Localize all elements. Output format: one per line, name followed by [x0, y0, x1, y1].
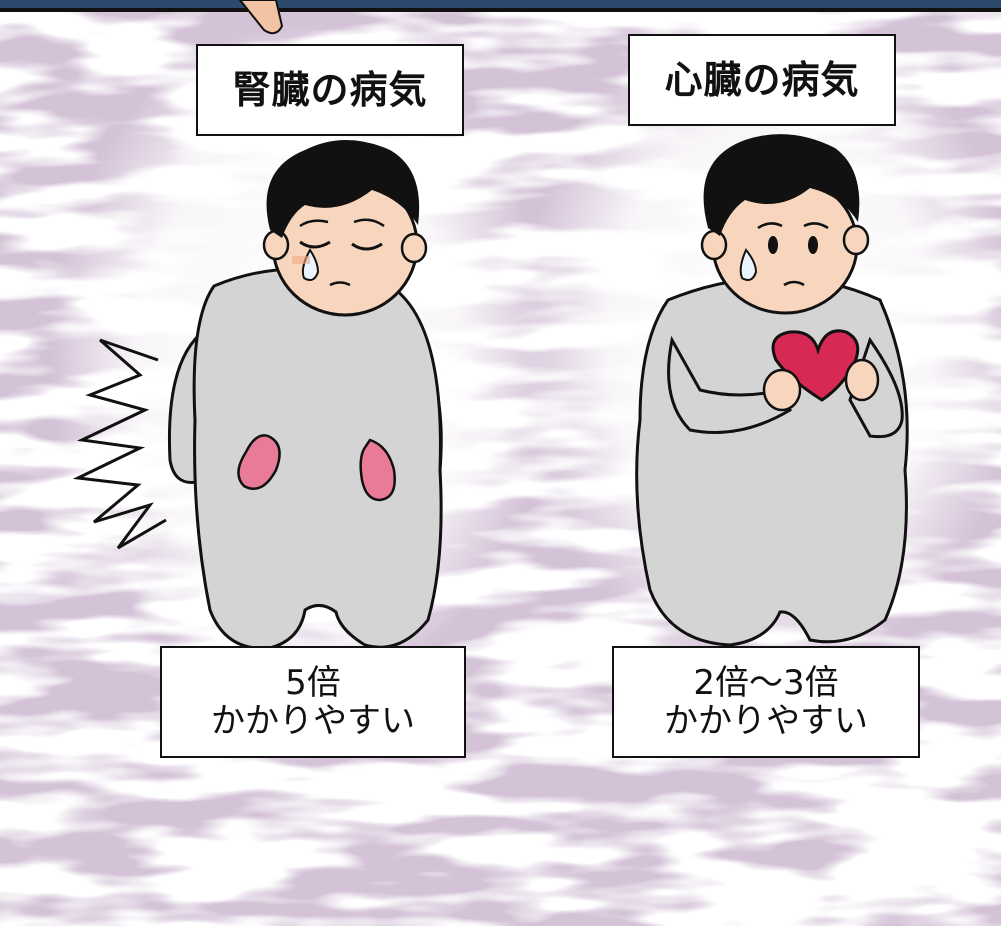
panel-top-border	[0, 8, 1001, 12]
panel-top-strip	[0, 0, 1001, 10]
kidney-figure	[72, 140, 443, 650]
eye-left	[768, 236, 778, 254]
kidney-risk-box: 5倍 かかりやすい	[160, 646, 466, 758]
kidney-hair	[266, 140, 420, 238]
kidney-disease-title: 腎臓の病気	[232, 67, 428, 112]
left-ear-r	[700, 229, 728, 261]
left-ear	[262, 229, 290, 261]
kidney-disease-title-box: 腎臓の病気	[196, 44, 464, 136]
heart-hair	[703, 134, 860, 236]
pain-burst-icon	[72, 338, 167, 550]
brow-right-r	[803, 222, 829, 230]
sweat-drop-icon-r	[739, 248, 758, 281]
kidney-body	[192, 267, 443, 650]
mouth-r	[783, 280, 805, 287]
right-kidney-icon	[359, 438, 396, 502]
closed-eye-left	[299, 240, 331, 249]
heart-risk-box: 2倍～3倍 かかりやすい	[612, 646, 920, 758]
left-kidney-icon	[237, 434, 281, 490]
blush	[292, 256, 310, 264]
heart-risk-caption: かかりやすい	[664, 701, 868, 741]
heart-body	[635, 276, 909, 647]
eye-right	[808, 236, 818, 254]
heart-figure	[635, 134, 909, 647]
closed-eye-right	[351, 242, 383, 251]
kidney-risk-multiplier: 5倍	[285, 662, 341, 703]
brow-left	[299, 219, 329, 228]
mouth	[329, 281, 351, 287]
arm-left	[667, 335, 792, 434]
heart-disease-title: 心臓の病気	[664, 57, 860, 102]
brow-right	[353, 218, 385, 228]
right-hand	[844, 358, 880, 402]
left-hand	[762, 368, 802, 412]
right-ear	[400, 232, 428, 264]
right-ear-r	[842, 224, 870, 256]
heart-risk-multiplier: 2倍～3倍	[693, 662, 839, 703]
heart-disease-title-box: 心臓の病気	[628, 34, 896, 126]
kidney-risk-caption: かかりやすい	[211, 701, 415, 741]
brow-left-r	[757, 222, 783, 230]
finger-tip	[238, 0, 284, 35]
